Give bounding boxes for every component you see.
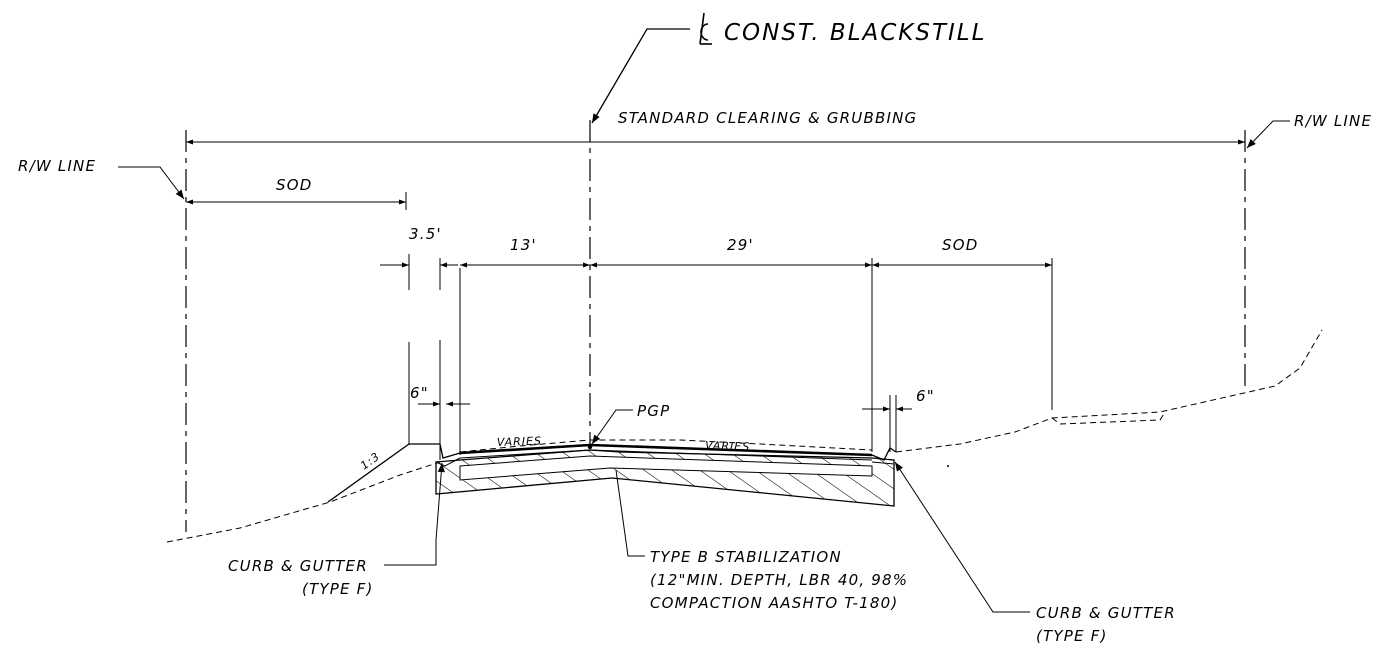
curb-right-leader	[894, 461, 1030, 613]
centerline-leader	[591, 28, 690, 124]
asphalt-bottom	[459, 449, 873, 461]
curb-left-label-1: CURB & GUTTER	[228, 557, 368, 575]
curb-right-label-2: (TYPE F)	[1036, 627, 1108, 645]
existing-ground-mid	[459, 439, 873, 453]
centerline-title: CONST. BLACKSTILL	[724, 20, 986, 46]
existing-ground-right	[895, 329, 1323, 453]
pgp-leader	[591, 409, 633, 445]
rw-leader-right	[1246, 120, 1290, 149]
dim-6-right-label: 6"	[916, 387, 935, 405]
curb-right-label-1: CURB & GUTTER	[1036, 604, 1176, 622]
dim-29-label: 29'	[727, 236, 754, 254]
centerline-label-group: CONST. BLACKSTILL	[591, 12, 986, 124]
stabilization-label-1: TYPE B STABILIZATION	[650, 548, 842, 566]
clearing-label: STANDARD CLEARING & GRUBBING	[618, 109, 917, 127]
sod-right-label: SOD	[942, 236, 978, 254]
curb-right-detail	[871, 461, 895, 465]
existing-ground-left	[166, 461, 441, 543]
curb-right	[871, 447, 897, 461]
stabilization-label-2: (12"MIN. DEPTH, LBR 40, 98%	[650, 571, 908, 589]
dim-6-left-label: 6"	[410, 384, 429, 402]
rw-label-right: R/W LINE	[1294, 112, 1372, 130]
base-course	[459, 455, 873, 481]
curb-left-label-2: (TYPE F)	[302, 580, 374, 598]
sod-left-label: SOD	[276, 176, 312, 194]
stabilization-label-3: COMPACTION AASHTO T-180)	[650, 594, 898, 612]
curb-left	[409, 443, 461, 459]
varies-right-label: VARIES	[705, 439, 751, 454]
rw-leader-left	[118, 166, 185, 200]
slope-label: 1:3	[358, 450, 382, 473]
rw-label-left: R/W LINE	[18, 157, 96, 175]
ground-dot	[947, 465, 949, 467]
asphalt-surface	[459, 443, 873, 457]
stabilization-leader	[615, 469, 645, 557]
dim-13-label: 13'	[510, 236, 537, 254]
dim-3-5-label: 3.5'	[409, 225, 442, 243]
existing-ground-notch	[1051, 411, 1166, 425]
pgp-label: PGP	[637, 402, 670, 420]
side-slope-left	[327, 443, 410, 503]
varies-left-label: VARIES	[497, 434, 543, 449]
centerline-symbol	[699, 12, 712, 45]
curb-left-leader	[384, 462, 445, 566]
